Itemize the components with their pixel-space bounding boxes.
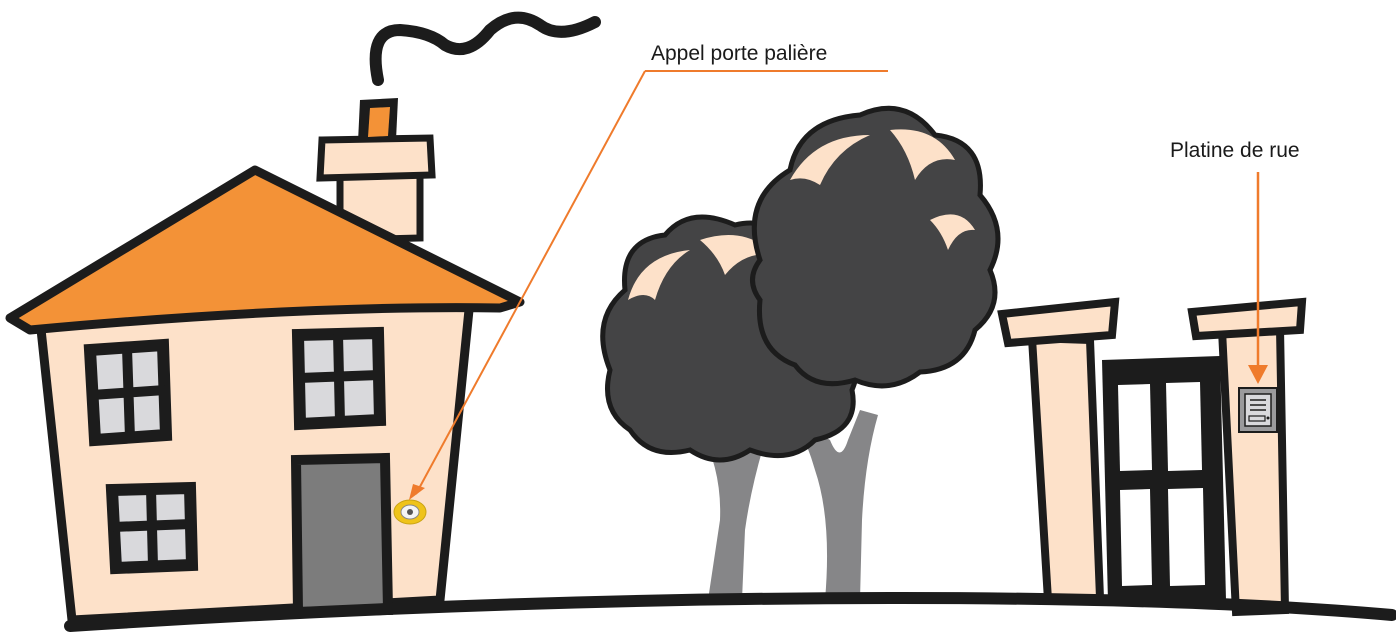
callout-label-landing-door-call: Appel porte palière [651, 43, 827, 64]
window-top-left [90, 345, 166, 440]
tree-foliage-right [753, 108, 999, 386]
house-door [296, 458, 388, 612]
gate-pillar-left-cap [1002, 302, 1115, 343]
window-top-right [298, 333, 380, 424]
chimney-smoke [376, 18, 595, 80]
doorbell-icon [394, 500, 426, 524]
roof [10, 170, 520, 330]
chimney-cap [320, 138, 432, 178]
trees [603, 108, 998, 600]
gate-pillar-left [1032, 338, 1100, 600]
house [10, 18, 595, 620]
window-bottom-left [112, 488, 192, 568]
street-panel-icon [1239, 388, 1277, 432]
chimney-top-orange [368, 107, 390, 137]
callout-label-street-panel: Platine de rue [1170, 140, 1300, 161]
gate-pillar-right-cap [1192, 302, 1302, 336]
